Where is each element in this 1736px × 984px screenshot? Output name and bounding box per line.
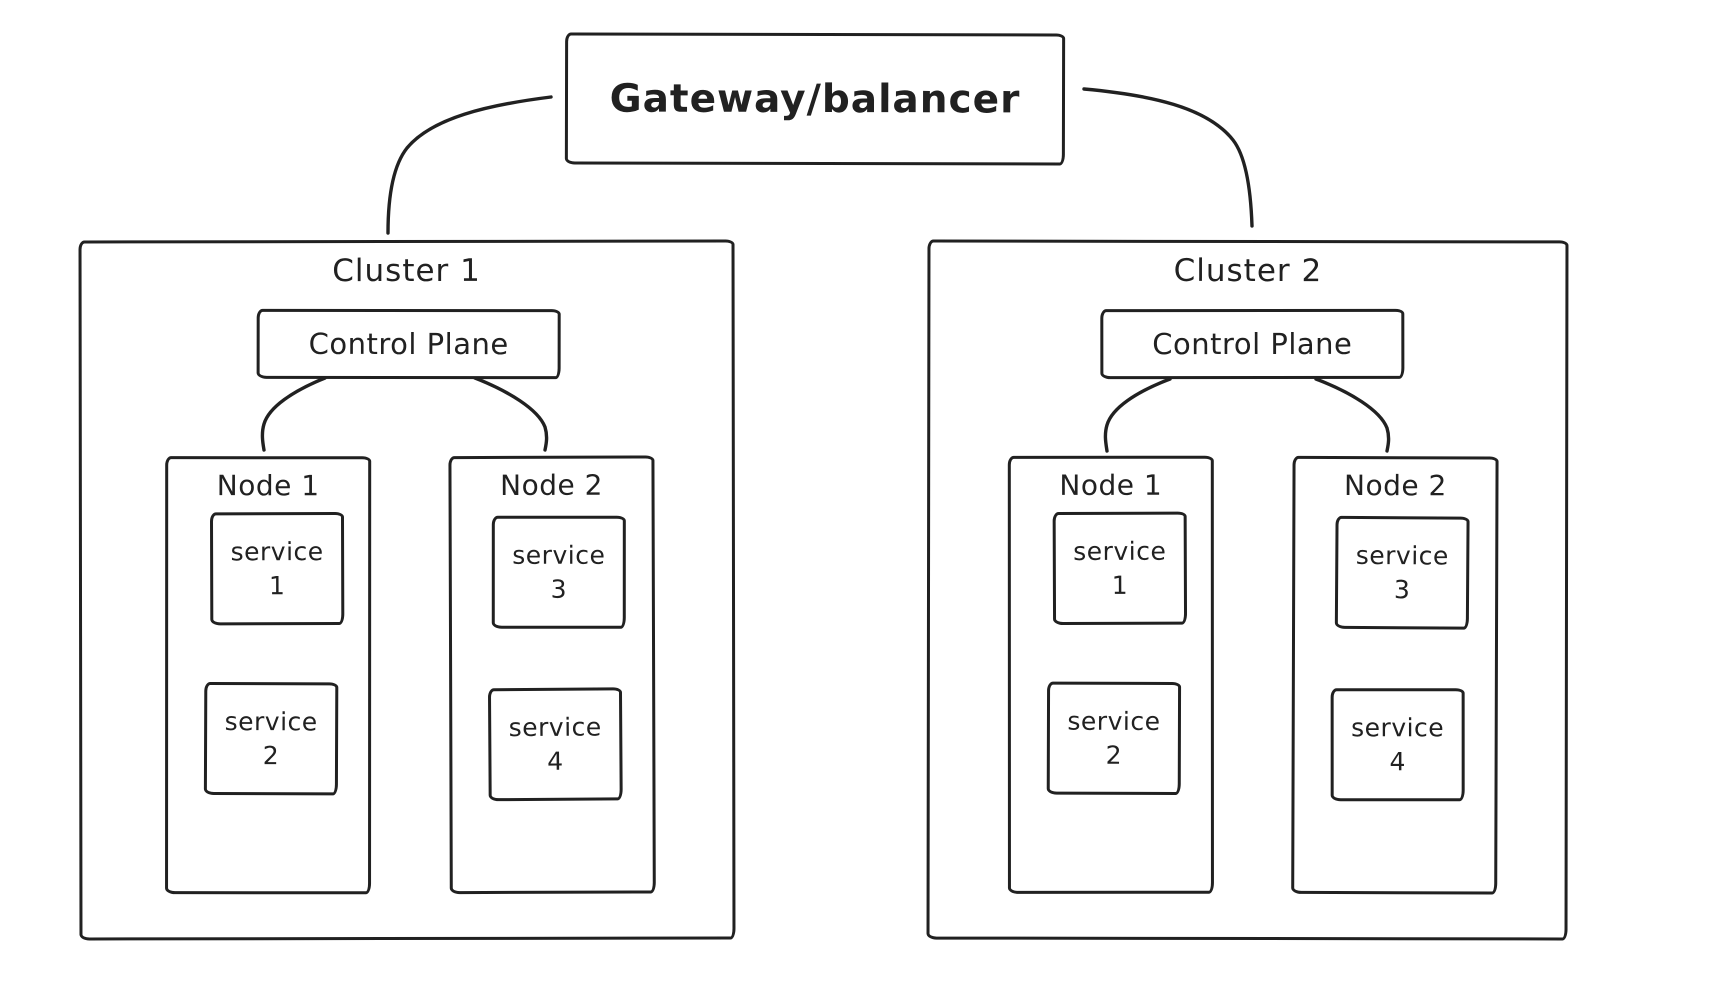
cluster-2-service-4-box: service 4 [1330,688,1465,802]
cluster-1-node-1-label: Node 1 [216,469,320,503]
cluster-2-service-2-box: service 2 [1046,681,1182,796]
cluster-1-box: Cluster 1 Control Plane Node 1 service 1… [78,239,736,941]
cluster-2-service-3-label: service 3 [1355,540,1449,604]
cluster-1-service-1-box: service 1 [209,511,345,626]
cluster-1-service-2-label: service 2 [224,706,318,770]
cluster-1-service-2-box: service 2 [203,681,339,796]
cluster-2-control-plane-box: Control Plane [1100,308,1405,380]
cluster-2-node-2-box: Node 2 service 3 service 4 [1291,455,1499,895]
cluster-2-service-1-box: service 1 [1052,511,1188,626]
cluster-1-service-3-box: service 3 [491,515,626,629]
cluster-1-node-2-box: Node 2 service 3 service 4 [448,455,656,895]
cluster-2-service-2-label: service 2 [1067,706,1161,770]
cluster-1-control-plane-box: Control Plane [256,308,561,380]
cluster-1-node-2-label: Node 2 [500,468,603,502]
cluster-1-label: Cluster 1 [332,252,481,290]
cluster-2-box: Cluster 2 Control Plane Node 1 service 1… [926,239,1569,941]
cluster-1-node-1-box: Node 1 service 1 service 2 [165,456,372,895]
gateway-label: Gateway/balancer [609,76,1021,122]
edge-gateway-to-cluster1 [386,95,553,235]
cluster-1-service-4-label: service 4 [508,712,602,776]
cluster-2-service-1-label: service 1 [1073,536,1167,600]
gateway-box: Gateway/balancer [564,32,1066,166]
cluster-1-service-4-box: service 4 [487,687,623,802]
cluster-2-service-4-label: service 4 [1351,712,1445,776]
cluster-2-label: Cluster 2 [1173,252,1323,290]
cluster-1-service-1-label: service 1 [230,536,324,600]
cluster-2-node-1-box: Node 1 service 1 service 2 [1007,455,1214,894]
edge-gateway-to-cluster2 [1082,87,1254,228]
cluster-2-node-2-label: Node 2 [1344,469,1447,503]
cluster-2-service-3-box: service 3 [1334,515,1470,630]
cluster-1-service-3-label: service 3 [512,540,606,604]
cluster-2-node-1-label: Node 1 [1059,468,1163,502]
